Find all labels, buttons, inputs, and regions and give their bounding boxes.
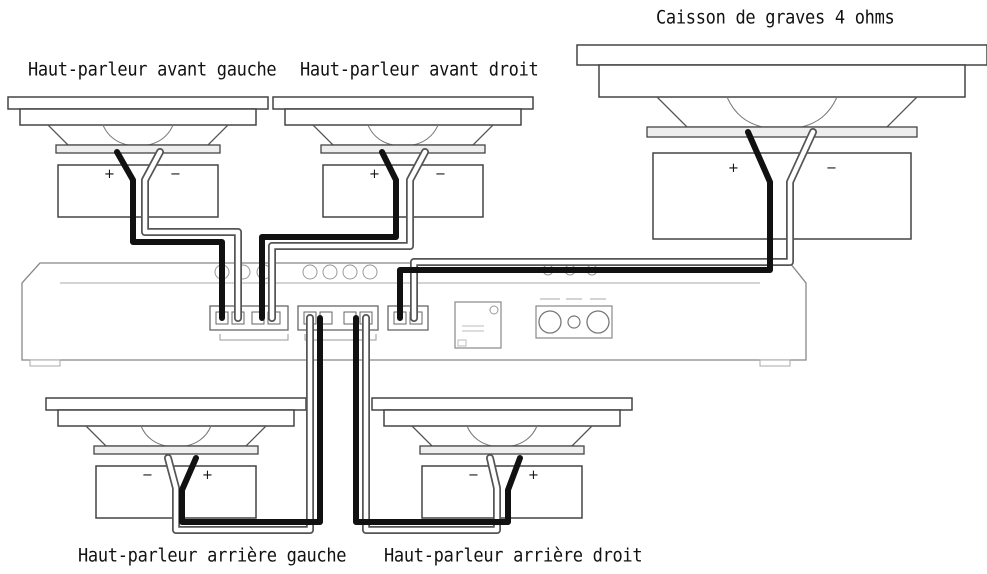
polarity-minus: − — [142, 468, 153, 483]
front-right-speaker-label: Haut-parleur avant droit — [300, 58, 539, 82]
positive-wires — [114, 129, 773, 525]
front-left-speaker — [7, 96, 269, 218]
polarity-minus: − — [826, 161, 837, 176]
polarity-minus: − — [170, 167, 181, 182]
negative-wires — [141, 128, 817, 534]
polarity-plus: + — [528, 468, 539, 483]
front-right-speaker — [272, 96, 534, 218]
polarity-plus: + — [369, 167, 380, 182]
subwoofer-label: Caisson de graves 4 ohms — [656, 6, 895, 30]
polarity-minus: − — [468, 468, 479, 483]
polarity-plus: + — [728, 161, 739, 176]
rear-right-speaker-label: Haut-parleur arrière droit — [384, 544, 643, 568]
front-left-speaker-label: Haut-parleur avant gauche — [28, 58, 277, 82]
polarity-minus: − — [435, 167, 446, 182]
rear-left-speaker-label: Haut-parleur arrière gauche — [78, 544, 347, 568]
rear-right-speaker — [371, 397, 633, 519]
subwoofer-speaker — [576, 44, 987, 240]
polarity-plus: + — [202, 468, 213, 483]
polarity-marks: + − + − + − − + − + — [104, 161, 837, 483]
amplifier-control-panel — [454, 301, 502, 349]
polarity-plus: + — [104, 167, 115, 182]
